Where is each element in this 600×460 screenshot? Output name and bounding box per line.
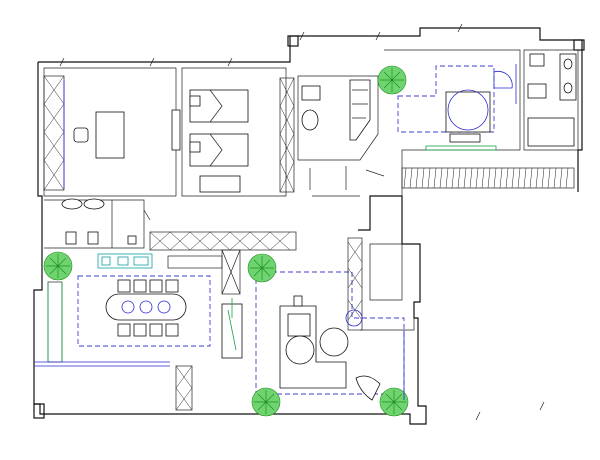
armchair: [355, 375, 381, 401]
twin-bedroom: [181, 67, 295, 197]
utility-block: [44, 198, 151, 249]
master-bidet: [527, 83, 547, 99]
bath-shower: [349, 79, 371, 141]
dining-table: [105, 293, 187, 321]
outer-walls: [33, 27, 585, 425]
kitchen: [97, 231, 297, 295]
master-bedroom: [384, 49, 575, 196]
bath-sink: [301, 85, 321, 101]
office-room: [43, 67, 181, 197]
master-bath: [523, 49, 579, 151]
master-toilet: [529, 53, 545, 67]
kitchen-counter: [97, 253, 153, 269]
living-room: [221, 237, 405, 401]
master-bed: [445, 91, 491, 133]
dining-sideboard: [47, 281, 63, 363]
plant-4: [251, 387, 281, 417]
entry-annex: [312, 195, 415, 400]
bathroom-1: [297, 75, 385, 190]
office-chair: [73, 127, 89, 143]
bath-toilet: [301, 109, 319, 131]
dining-chairs: [117, 279, 179, 337]
dimension-ticks: [59, 23, 545, 421]
office-desk: [95, 111, 125, 159]
kitchen-island: [149, 231, 297, 251]
plants: [43, 65, 409, 417]
master-shower: [527, 117, 575, 147]
plant-5: [379, 387, 409, 417]
plant-1: [377, 65, 407, 95]
wardrobe-hatch: [403, 167, 569, 189]
plant-2: [43, 251, 73, 281]
living-bookcase: [347, 237, 363, 331]
bedroom-dresser: [199, 175, 241, 193]
master-bed-zone: [397, 65, 495, 133]
plant-3: [247, 253, 277, 283]
office-shelf: [171, 109, 181, 151]
dining: [34, 275, 211, 411]
coffee-table: [319, 327, 349, 357]
dining-zone: [77, 275, 211, 347]
